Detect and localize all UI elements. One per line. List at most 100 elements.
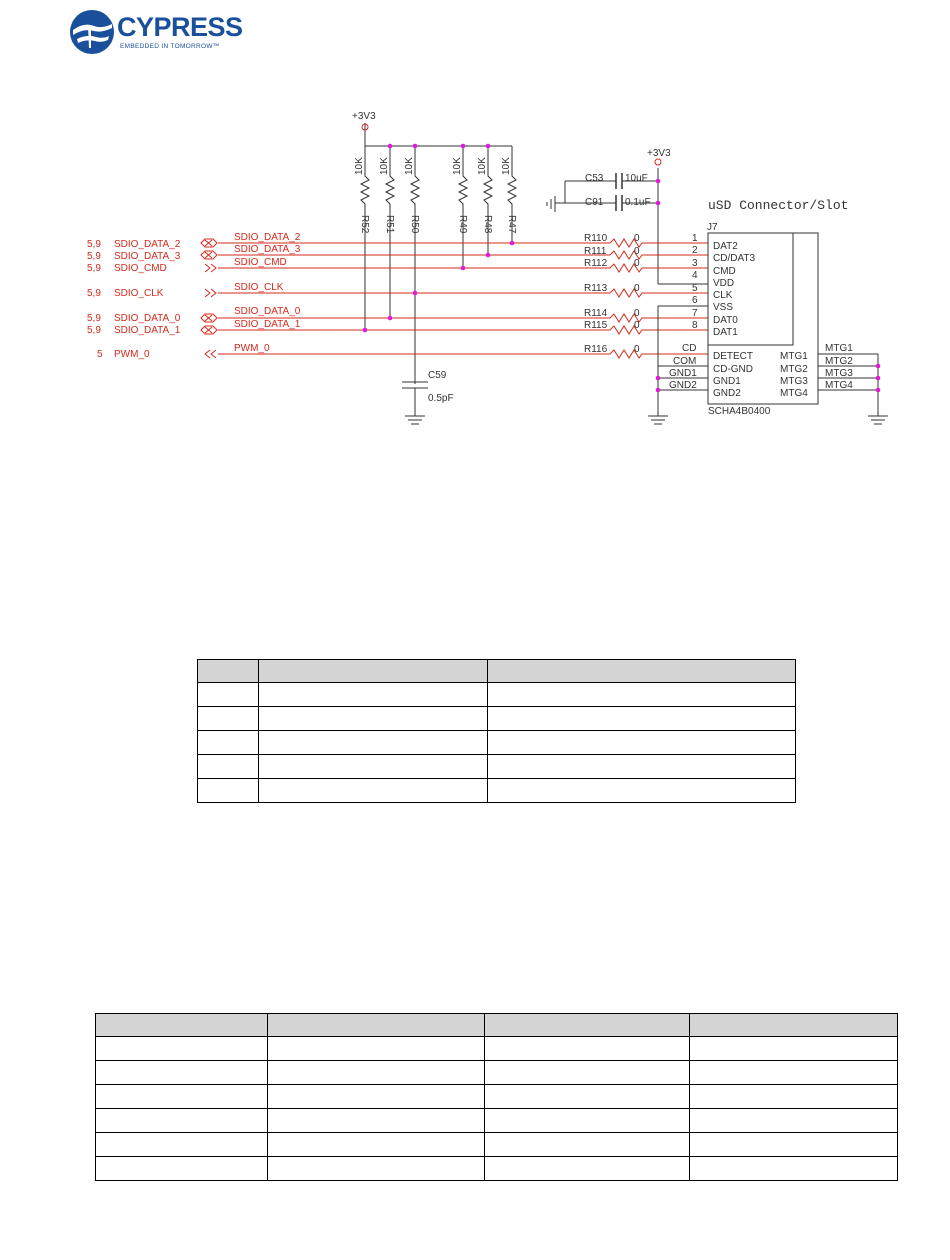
cap-c53-value: 10uF — [625, 173, 648, 184]
logo-brand: CYPRESS — [117, 12, 243, 42]
pin-num-3: 3 — [692, 258, 698, 269]
mtg-out-3: MTG3 — [825, 368, 853, 379]
offpage-sheet-data1: 5,9 — [87, 325, 101, 336]
series-r111-ref: R111 — [584, 246, 607, 257]
table-header-cell — [689, 1013, 898, 1037]
table-row — [95, 1132, 898, 1157]
bottom-pin-ext-cd: CD — [682, 343, 696, 354]
mtg-out-2: MTG2 — [825, 356, 853, 367]
table-row — [197, 730, 796, 755]
table-row — [197, 778, 796, 803]
net-label-data3: SDIO_DATA_3 — [234, 244, 301, 255]
table-row — [95, 1108, 898, 1133]
power-label-right: +3V3 — [647, 148, 671, 159]
connector-j7-body — [707, 232, 819, 405]
offpage-name-data3: SDIO_DATA_3 — [114, 251, 181, 262]
mtg-in-1: MTG1 — [780, 351, 808, 362]
offpage-sheet-data3: 5,9 — [87, 251, 101, 262]
pullup-r48-value: 10K — [477, 157, 488, 175]
pin-name-1: DAT2 — [713, 241, 738, 252]
pin-num-1: 1 — [692, 233, 698, 244]
net-label-data2: SDIO_DATA_2 — [234, 232, 301, 243]
pin-num-4: 4 — [692, 270, 698, 281]
offpage-name-data0: SDIO_DATA_0 — [114, 313, 181, 324]
offpage-name-data2: SDIO_DATA_2 — [114, 239, 181, 250]
mtg-in-2: MTG2 — [780, 364, 808, 375]
cap-c91-ref: C91 — [585, 197, 604, 208]
pin-name-6: VSS — [713, 302, 733, 313]
pin-num-6: 6 — [692, 295, 698, 306]
mtg-out-4: MTG4 — [825, 380, 853, 391]
table-row — [95, 1084, 898, 1109]
table-header-cell — [95, 1013, 268, 1037]
offpage-name-clk: SDIO_CLK — [114, 288, 164, 299]
offpage-name-pwm: PWM_0 — [114, 349, 150, 360]
pin-name-3: CMD — [713, 266, 736, 277]
pullup-r51-ref: R51 — [384, 215, 395, 234]
signal-table — [95, 1013, 898, 1181]
pin-num-2: 2 — [692, 245, 698, 256]
series-r116-value: 0 — [634, 344, 640, 355]
pullup-r52-ref: R52 — [359, 215, 370, 234]
offpage-name-data1: SDIO_DATA_1 — [114, 325, 181, 336]
net-label-cmd: SDIO_CMD — [234, 257, 287, 268]
series-r112-ref: R112 — [584, 258, 608, 269]
table-row — [197, 706, 796, 731]
series-r115-ref: R115 — [584, 320, 608, 331]
cap-c91-value: 0.1uF — [625, 197, 651, 208]
pin-num-7: 7 — [692, 308, 698, 319]
pullup-r50-value: 10K — [404, 157, 415, 175]
cap-c53-ref: C53 — [585, 173, 604, 184]
net-label-clk: SDIO_CLK — [234, 282, 284, 293]
table-header-cell — [258, 659, 488, 683]
offpage-sheet-data2: 5,9 — [87, 239, 101, 250]
bottom-pin-ext-gnd1: GND1 — [669, 368, 697, 379]
pullup-r47-ref: R47 — [506, 215, 517, 234]
mtg-out-1: MTG1 — [825, 343, 853, 354]
pullup-r49-ref: R49 — [457, 215, 468, 234]
pullup-r47-value: 10K — [501, 157, 512, 175]
table-header-cell — [487, 659, 796, 683]
pin-num-5: 5 — [692, 283, 698, 294]
pullup-r52-value: 10K — [354, 157, 365, 175]
table-header-cell — [197, 659, 259, 683]
connector-part-number: SCHA4B0400 — [708, 406, 771, 417]
series-r116-ref: R116 — [584, 344, 608, 355]
pin-table — [197, 659, 796, 803]
table-row — [95, 1060, 898, 1085]
offpage-sheet-data0: 5,9 — [87, 313, 101, 324]
pullup-r49-value: 10K — [452, 157, 463, 175]
table-header-row — [95, 1013, 898, 1037]
series-r114-ref: R114 — [584, 308, 608, 319]
cap-c59-value: 0.5pF — [428, 393, 454, 404]
series-r110-ref: R110 — [584, 233, 608, 244]
bottom-pin-ext-com: COM — [673, 356, 696, 367]
series-r115-value: 0 — [634, 320, 640, 331]
series-r113-ref: R113 — [584, 283, 608, 294]
table-row — [95, 1156, 898, 1181]
pullup-r51-value: 10K — [379, 157, 390, 175]
cap-c59-ref: C59 — [428, 370, 447, 381]
cypress-globe-icon — [70, 10, 114, 54]
table-row — [197, 682, 796, 707]
sd-card-schematic: +3V3 +3V3 C53 10uF C91 0.1uF 10K R52 10K… — [87, 111, 888, 425]
offpage-name-cmd: SDIO_CMD — [114, 263, 167, 274]
offpage-sheet-cmd: 5,9 — [87, 263, 101, 274]
table-row — [95, 1036, 898, 1061]
table-header-cell — [267, 1013, 485, 1037]
offpage-sheet-pwm: 5 — [97, 349, 103, 360]
logo-tagline: EMBEDDED IN TOMORROW™ — [120, 43, 220, 50]
pin-name-7: DAT0 — [713, 315, 738, 326]
connector-ref: J7 — [707, 222, 718, 233]
table-row — [197, 754, 796, 779]
pullup-r50-ref: R50 — [409, 215, 420, 234]
connector-title: uSD Connector/Slot — [708, 198, 848, 213]
bottom-pin-gnd2: GND2 — [713, 388, 741, 399]
bottom-pin-ext-gnd2: GND2 — [669, 380, 697, 391]
table-header-cell — [484, 1013, 690, 1037]
net-label-pwm: PWM_0 — [234, 343, 270, 354]
pin-name-4: VDD — [713, 278, 734, 289]
pin-name-8: DAT1 — [713, 327, 738, 338]
mtg-in-4: MTG4 — [780, 388, 808, 399]
series-r113-value: 0 — [634, 283, 640, 294]
